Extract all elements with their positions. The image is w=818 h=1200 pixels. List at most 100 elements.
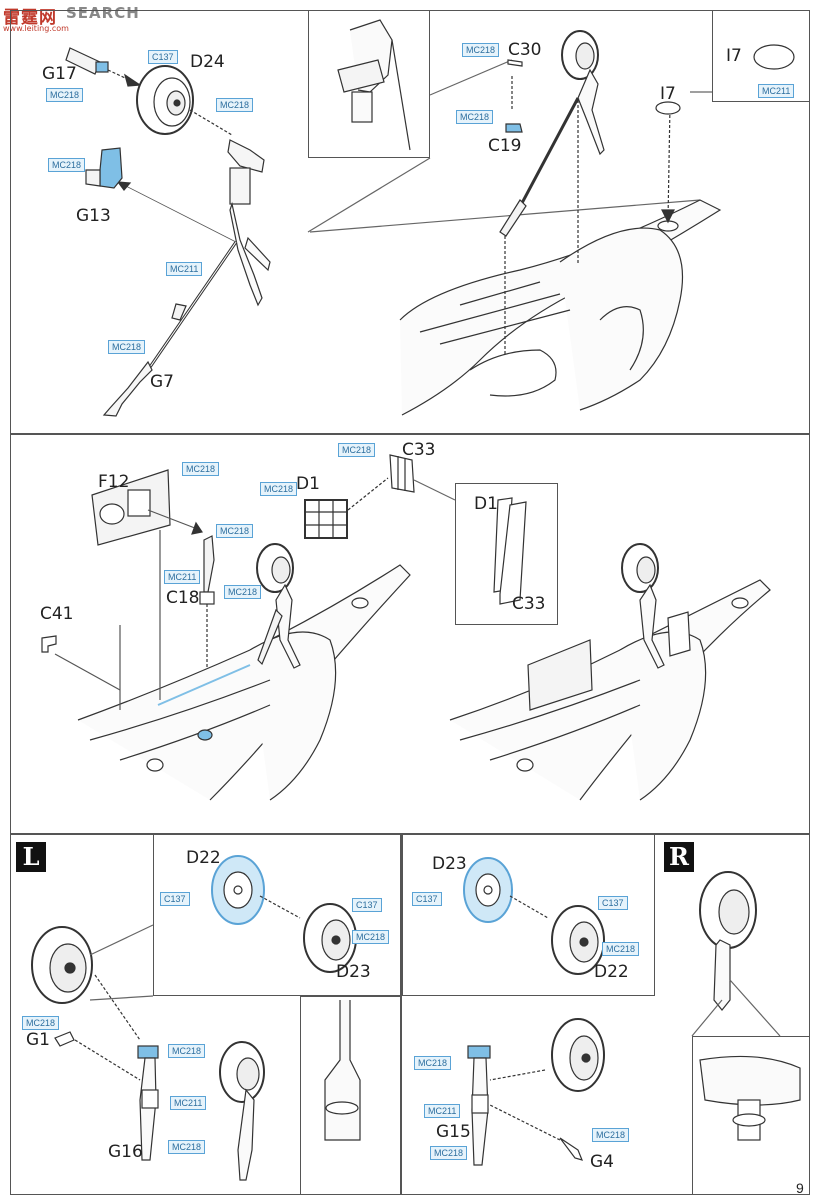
part-label-g13: G13: [76, 206, 111, 226]
detail-inset-left-strut: [300, 996, 402, 1195]
step-3-frame: [10, 433, 810, 835]
c30-c19-parts: [505, 59, 523, 133]
paint-callout-c137: C137: [352, 898, 382, 912]
d23-wheel-left: [303, 903, 357, 973]
site-watermark: 雷霆网 SEARCH www.leiting.com: [0, 0, 165, 36]
part-label-d22: D22: [594, 962, 629, 982]
part-label-i7-inset: I7: [726, 46, 742, 66]
paint-callout-mc211: MC211: [164, 570, 201, 584]
part-label-g16: G16: [108, 1142, 143, 1162]
g1-axle-left: [54, 1031, 75, 1047]
part-label-d23: D23: [432, 854, 467, 874]
part-label-g17: G17: [42, 64, 77, 84]
paint-callout-mc218: MC218: [352, 930, 390, 944]
i7-part: [655, 101, 681, 115]
d1-mesh-part: [304, 499, 348, 539]
d23-hub-right: [463, 857, 513, 923]
g13-link-part: [85, 147, 123, 189]
detail-inset-i7: [712, 10, 810, 102]
g16-leg-left: [137, 1045, 159, 1161]
paint-callout-mc218: MC218: [48, 158, 86, 172]
left-gear-assembled: [219, 1041, 265, 1181]
left-strut-inset-art: [324, 1000, 361, 1141]
paint-callout-mc218: MC218: [592, 1128, 630, 1142]
part-label-c18: C18: [166, 588, 200, 608]
paint-callout-mc211: MC211: [424, 1104, 461, 1118]
left-wheel-large: [31, 926, 93, 1004]
page-number: 9: [796, 1180, 804, 1196]
part-label-c41: C41: [40, 604, 74, 624]
watermark-url: www.leiting.com: [3, 24, 69, 33]
paint-callout-mc218: MC218: [46, 88, 84, 102]
main-gear-leg: [102, 139, 271, 417]
paint-callout-mc218: MC218: [338, 443, 376, 457]
paint-callout-c137: C137: [412, 892, 442, 906]
fuselage-step3-right: [449, 543, 771, 801]
side-marker-left: L: [16, 842, 46, 872]
part-label-c19: C19: [488, 136, 522, 156]
part-label-d24: D24: [190, 52, 225, 72]
d24-wheel: [136, 65, 194, 135]
part-label-c30: C30: [508, 40, 542, 60]
part-label-g1: G1: [26, 1030, 50, 1050]
detail-inset-left-wheel: [153, 833, 403, 996]
paint-callout-mc218: MC218: [456, 110, 494, 124]
c18-antenna-part: [199, 535, 215, 605]
part-label-i7: I7: [660, 84, 676, 104]
cockpit-inset-art: [337, 19, 411, 151]
inset-label-d1: D1: [474, 494, 498, 514]
detail-inset-right-wheel: [400, 833, 655, 996]
right-strut-inset-art: [699, 1055, 801, 1141]
fuselage-step2: [399, 199, 722, 416]
part-label-f12: F12: [98, 472, 130, 492]
paint-callout-mc218: MC218: [602, 942, 640, 956]
d22-hub-left: [211, 855, 265, 925]
g17-axle-part: [65, 47, 109, 75]
paint-callout-mc218: MC218: [216, 524, 254, 538]
paint-callout-mc218: MC218: [216, 98, 254, 112]
c41-part: [41, 635, 57, 653]
step2-gear-leg: [499, 30, 605, 237]
part-label-g15: G15: [436, 1122, 471, 1142]
fuselage-step3-left: [77, 564, 411, 801]
right-wheel-small: [551, 1018, 605, 1092]
part-label-c33: C33: [402, 440, 436, 460]
paint-callout-mc218: MC218: [108, 340, 146, 354]
paint-callout-mc218: MC218: [260, 482, 298, 496]
right-gear-assembled: [699, 871, 757, 1011]
part-label-d23: D23: [336, 962, 371, 982]
inset-label-c33: C33: [512, 594, 546, 614]
step3-gear-leg: [256, 543, 301, 669]
paint-callout-mc218: MC218: [22, 1016, 60, 1030]
i7-inset-part: [753, 44, 795, 70]
d1-c33-inset-art: [493, 497, 527, 605]
paint-callout-mc218: MC218: [414, 1056, 452, 1070]
paint-callout-mc218: MC218: [430, 1146, 468, 1160]
g15-leg-right: [467, 1045, 491, 1166]
paint-callout-c137: C137: [598, 896, 628, 910]
g4-link-right: [559, 1137, 584, 1161]
paint-callout-mc218: MC218: [462, 43, 500, 57]
part-label-g7: G7: [150, 372, 174, 392]
watermark-search-text: SEARCH: [66, 4, 140, 22]
paint-callout-mc218: MC218: [168, 1140, 206, 1154]
detail-inset-d1-c33: [455, 483, 558, 625]
detail-inset-cockpit: [308, 10, 430, 158]
paint-callout-mc211: MC211: [170, 1096, 207, 1110]
paint-callout-c137: C137: [160, 892, 190, 906]
watermark-logo-text: 雷霆网: [3, 8, 57, 28]
f12-door-part: [91, 469, 171, 546]
c33-grille-part: [389, 454, 415, 493]
side-marker-right: R: [664, 842, 694, 872]
d22-wheel-right: [551, 905, 605, 975]
paint-callout-mc218: MC218: [168, 1044, 206, 1058]
part-label-d22: D22: [186, 848, 221, 868]
paint-callout-mc218: MC218: [224, 585, 262, 599]
paint-callout-mc211: MC211: [758, 84, 795, 98]
part-label-g4: G4: [590, 1152, 614, 1172]
paint-callout-c137: C137: [148, 50, 178, 64]
paint-callout-mc211: MC211: [166, 262, 203, 276]
part-label-d1: D1: [296, 474, 320, 494]
detail-inset-right-strut: [692, 1036, 810, 1195]
